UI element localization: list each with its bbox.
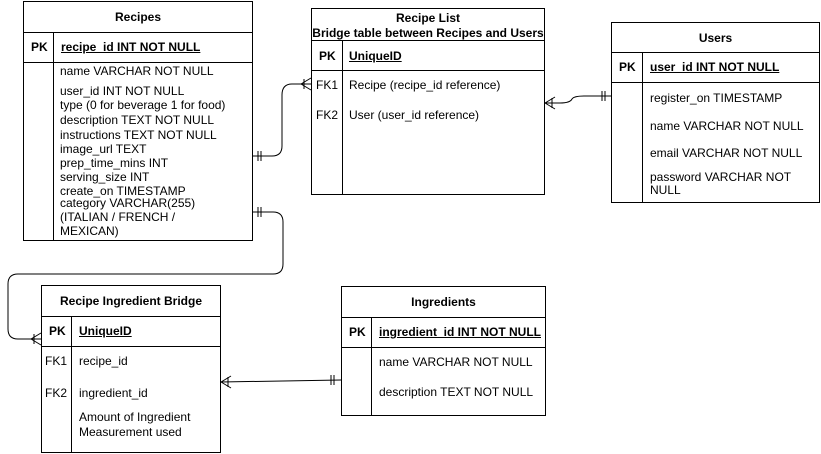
recipes-attr: create_on TIMESTAMP — [60, 184, 186, 198]
recipes-table[interactable]: Recipes PK recipe_id INT NOT NULL name V… — [23, 1, 253, 241]
recipe-ingredient-bridge-key-column — [71, 317, 72, 452]
users-key-column — [642, 53, 643, 202]
ingredients-table[interactable]: Ingredients PK ingredient_id INT NOT NUL… — [341, 286, 546, 416]
recipes-pk-label: PK — [31, 40, 48, 54]
ingredients-pk-label: PK — [349, 325, 366, 339]
users-table[interactable]: Users PK user_id INT NOT NULL register_o… — [611, 22, 820, 203]
users-title: Users — [612, 23, 819, 53]
ingredients-pk-row: PK ingredient_id INT NOT NULL — [342, 318, 545, 348]
recipes-attr: MEXICAN) — [60, 224, 119, 238]
users-pk-field: user_id INT NOT NULL — [650, 60, 780, 74]
connector-recipes-ingredient-bridge — [7, 207, 284, 346]
recipe-ingredient-bridge-fk2-label: FK2 — [45, 386, 68, 400]
recipes-attr: user_id INT NOT NULL — [60, 84, 185, 98]
recipes-key-column — [53, 33, 54, 240]
users-attr: password VARCHAR NOT — [650, 170, 792, 184]
recipe-ingredient-bridge-fk1-field: recipe_id — [79, 354, 128, 368]
connector-ingredient-bridge-ingredients — [220, 375, 342, 389]
recipe-ingredient-bridge-fk2-field: ingredient_id — [79, 386, 148, 400]
recipes-attr: (ITALIAN / FRENCH / — [60, 210, 176, 224]
recipe-list-pk-field: UniqueID — [349, 49, 402, 63]
connector-recipe-list-users — [544, 91, 611, 110]
recipe-ingredient-bridge-pk-label: PK — [49, 324, 66, 338]
recipe-ingredient-bridge-pk-row: PK UniqueID — [42, 317, 220, 347]
recipes-attr: name VARCHAR NOT NULL — [60, 64, 214, 78]
recipes-attr: type (0 for beverage 1 for food) — [60, 98, 226, 112]
recipe-list-pk-row: PK UniqueID — [312, 41, 544, 71]
recipe-list-fk2-field: User (user_id reference) — [349, 108, 480, 122]
users-pk-label: PK — [619, 60, 636, 74]
recipe-list-subtitle: Bridge table between Recipes and Users — [312, 26, 544, 40]
recipes-attr: category VARCHAR(255) — [60, 196, 196, 210]
recipes-attr: image_url TEXT — [60, 142, 147, 156]
recipe-list-pk-label: PK — [319, 49, 336, 63]
recipes-attr: description TEXT NOT NULL — [60, 113, 215, 127]
recipes-title: Recipes — [24, 2, 252, 33]
ingredients-attr: description TEXT NOT NULL — [379, 385, 534, 399]
recipe-ingredient-bridge-table[interactable]: Recipe Ingredient Bridge PK UniqueID FK1… — [41, 285, 221, 453]
recipe-ingredient-bridge-title: Recipe Ingredient Bridge — [42, 286, 220, 317]
ingredients-attr: name VARCHAR NOT NULL — [379, 355, 533, 369]
recipe-list-title: Recipe List Bridge table between Recipes… — [312, 11, 544, 41]
recipe-list-table[interactable]: Recipe List Bridge table between Recipes… — [311, 8, 545, 195]
recipe-ingredient-bridge-pk-field: UniqueID — [79, 324, 132, 338]
recipe-list-fk1-field: Recipe (recipe_id reference) — [349, 78, 501, 92]
recipe-ingredient-bridge-fk1-label: FK1 — [45, 354, 68, 368]
recipe-list-key-column — [342, 41, 343, 194]
recipes-attr: serving_size INT — [60, 170, 150, 184]
users-attr: NULL — [650, 183, 681, 197]
ingredients-key-column — [371, 318, 372, 415]
users-attr: email VARCHAR NOT NULL — [650, 146, 803, 160]
recipes-attr: instructions TEXT NOT NULL — [60, 128, 217, 142]
recipe-list-fk2-label: FK2 — [316, 108, 339, 122]
users-attr: register_on TIMESTAMP — [650, 91, 783, 105]
connector-recipes-recipe-list — [253, 77, 312, 161]
recipe-ingredient-bridge-extra: Measurement used — [79, 425, 182, 439]
users-attr: name VARCHAR NOT NULL — [650, 119, 804, 133]
recipe-ingredient-bridge-extra: Amount of Ingredient — [79, 410, 191, 424]
recipes-pk-row: PK recipe_id INT NOT NULL — [24, 33, 252, 63]
recipe-list-fk1-label: FK1 — [316, 78, 339, 92]
users-pk-row: PK user_id INT NOT NULL — [612, 53, 819, 83]
recipes-pk-field: recipe_id INT NOT NULL — [61, 40, 201, 54]
ingredients-pk-field: ingredient_id INT NOT NULL — [379, 325, 541, 339]
recipes-attr: prep_time_mins INT — [60, 156, 169, 170]
ingredients-title: Ingredients — [342, 287, 545, 318]
